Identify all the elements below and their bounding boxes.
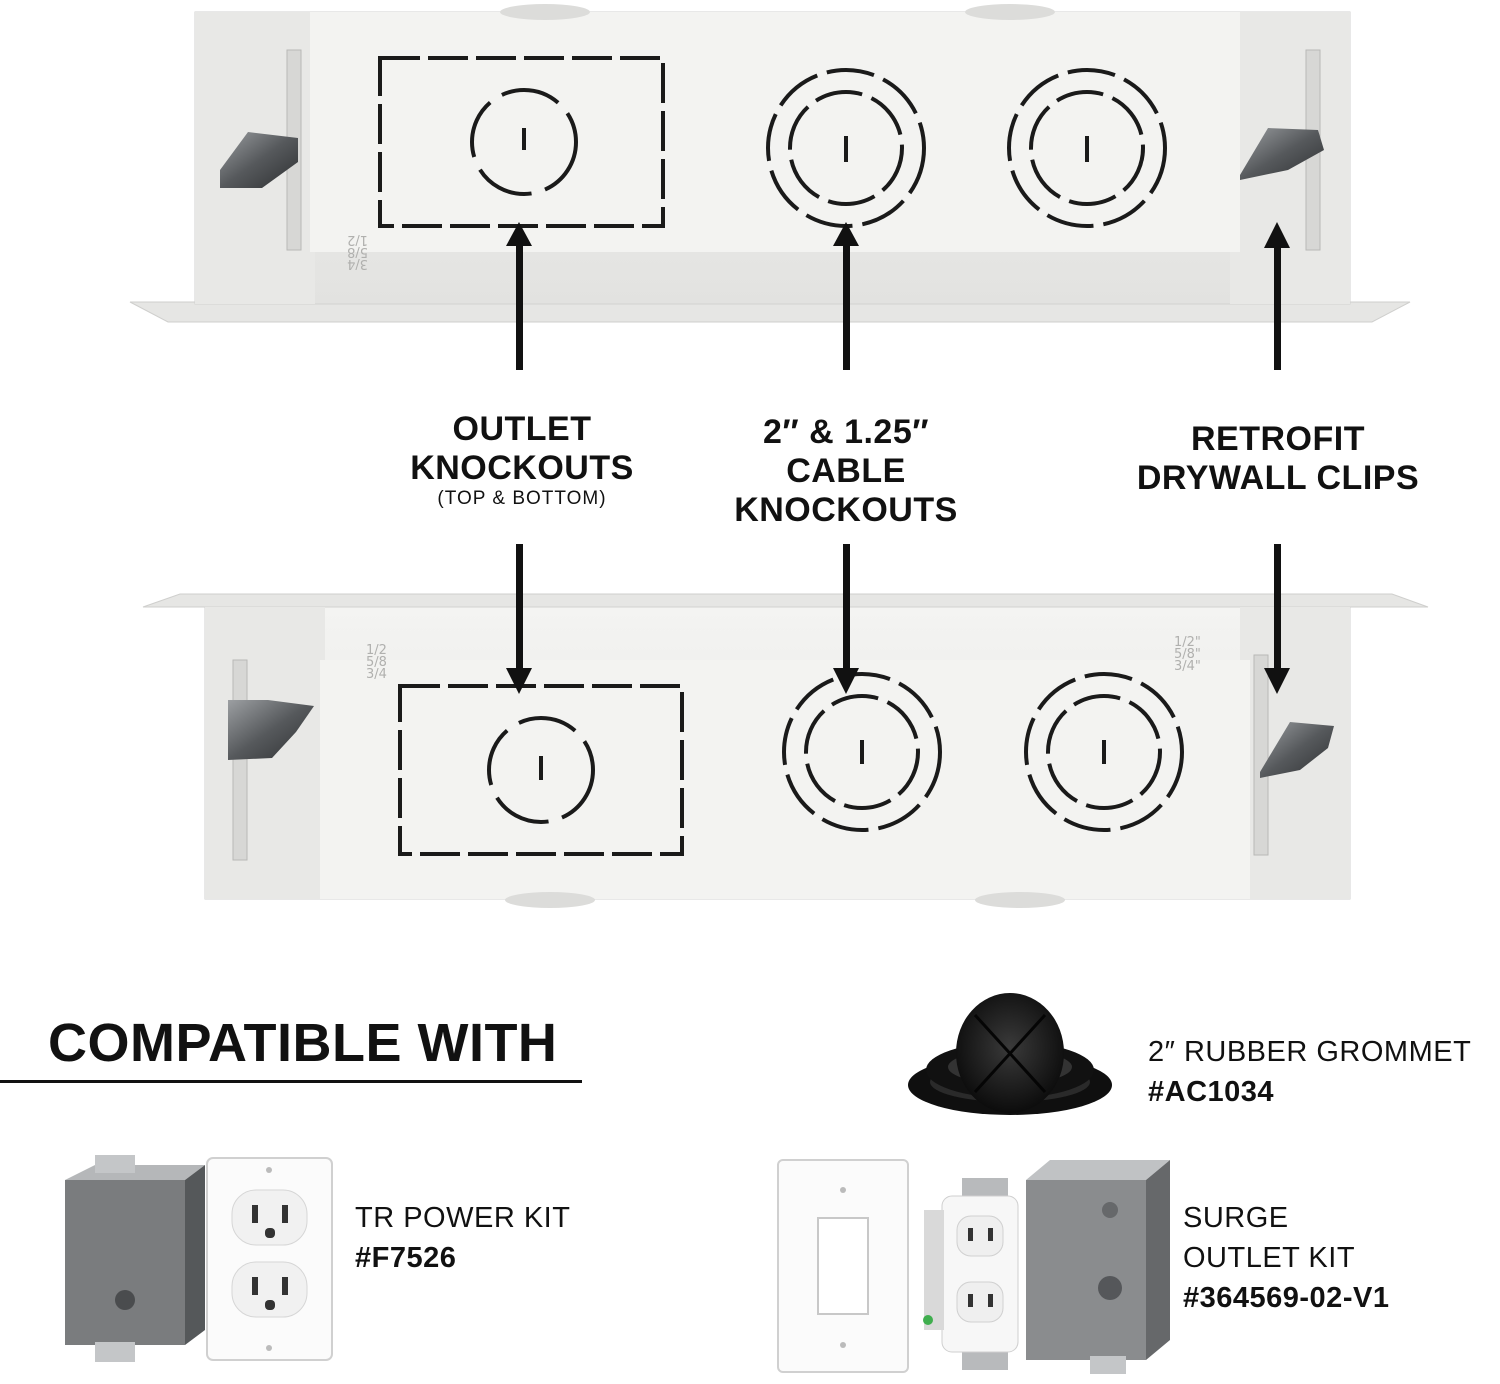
rubber-grommet-image — [908, 993, 1112, 1115]
bottom-left-drywall-clip — [228, 659, 314, 861]
cable-knockouts-line2: CABLE — [786, 452, 906, 490]
cable-knockouts-line1: 2″ & 1.25″ — [762, 413, 930, 451]
product-grommet: 2″ RUBBER GROMMET #AC1034 — [1148, 1032, 1498, 1112]
metal-box-image — [1026, 1160, 1170, 1374]
bottom-cable-knockout-2 — [1024, 672, 1184, 832]
retrofit-clips-callout: RETROFIT DRYWALL CLIPS — [1110, 420, 1446, 498]
product-name: 2″ RUBBER GROMMET — [1148, 1036, 1472, 1068]
top-cable-knockout-2 — [1007, 68, 1167, 228]
outlet-knockouts-sub: (TOP & BOTTOM) — [437, 488, 607, 509]
bottom-left-scale-mark: 5/8 — [366, 655, 387, 670]
cable-knockouts-callout: 2″ & 1.25″ CABLE KNOCKOUTS — [696, 413, 996, 530]
bottom-outlet-knockout — [398, 684, 684, 856]
retrofit-clips-line2: DRYWALL CLIPS — [1136, 459, 1420, 497]
outlet-knockouts-line2: KNOCKOUTS — [410, 449, 634, 487]
bottom-right-scale-mark: 5/8" — [1174, 647, 1201, 662]
compatible-with-heading: COMPATIBLE WITH — [48, 1013, 558, 1073]
bottom-left-scale-mark: 1/2 — [366, 643, 387, 658]
product-name-line2: OUTLET KIT — [1183, 1242, 1356, 1274]
outlet-knockouts-callout: OUTLET KNOCKOUTS (TOP & BOTTOM) — [372, 410, 672, 510]
product-sku: #364569-02-V1 — [1183, 1282, 1390, 1314]
cable-knockouts-line3: KNOCKOUTS — [734, 491, 958, 529]
retrofit-clips-line1: RETROFIT — [1191, 420, 1365, 458]
callout-arrows — [506, 222, 1290, 694]
bottom-media-box — [142, 593, 1429, 908]
heading-underline — [0, 1080, 582, 1083]
product-surge-outlet-kit: SURGE OUTLET KIT #364569-02-V1 — [1183, 1198, 1493, 1318]
product-tr-power-kit: TR POWER KIT #F7526 — [355, 1198, 615, 1278]
outlet-plate-image — [206, 1157, 333, 1361]
surge-receptacle-image — [923, 1178, 1019, 1370]
product-name: SURGE — [1183, 1202, 1289, 1234]
product-sku: #F7526 — [355, 1242, 457, 1274]
top-right-drywall-clip — [1240, 49, 1324, 251]
decora-plate-image — [777, 1159, 909, 1373]
product-sku: #AC1034 — [1148, 1076, 1275, 1108]
bottom-right-drywall-clip — [1253, 654, 1334, 856]
product-name: TR POWER KIT — [355, 1202, 571, 1234]
outlet-knockouts-line1: OUTLET — [452, 410, 592, 448]
top-media-box — [129, 4, 1411, 323]
top-left-scale-mark: 1/2 — [347, 232, 368, 247]
top-left-drywall-clip — [220, 49, 302, 251]
bottom-right-scale-mark: 3/4" — [1174, 659, 1201, 674]
bottom-cable-knockout-1 — [782, 672, 942, 832]
top-left-scale-mark: 3/4 — [347, 256, 368, 271]
top-outlet-knockout — [378, 56, 665, 228]
top-left-scale-mark: 5/8 — [347, 244, 368, 259]
electrical-box-image — [65, 1155, 205, 1362]
bottom-right-scale-mark: 1/2" — [1174, 635, 1201, 650]
bottom-left-scale-mark: 3/4 — [366, 667, 387, 682]
